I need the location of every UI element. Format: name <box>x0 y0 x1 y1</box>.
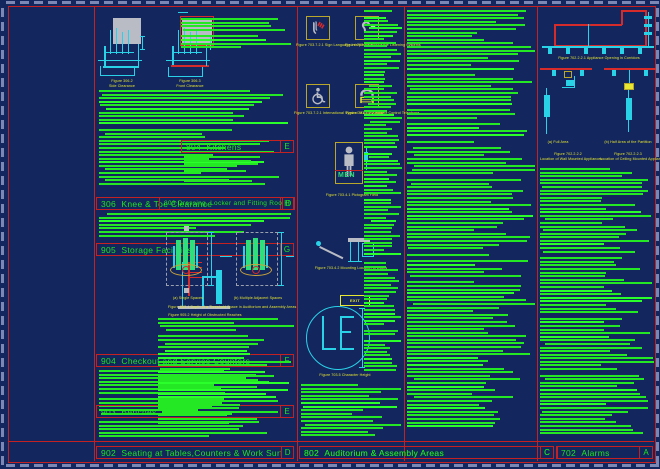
figure-caption-703-7-2-1: Figure 703.7.2.1 Sign Language Interpret… <box>296 43 375 47</box>
column-divider-4 <box>537 6 538 461</box>
text-block-col1-306 <box>99 213 291 239</box>
figure-caption-803b: (b) Multiple Adjacent Spaces <box>233 296 283 300</box>
drawing-frame <box>8 6 656 463</box>
text-block-col5-alarms <box>540 168 654 438</box>
sec-702-tag: A <box>639 447 652 458</box>
sec-905-title: 905 Storage Facilities <box>101 244 193 255</box>
figure-caption-905: Figure 905.2 Height of Obstructed Reache… <box>168 313 242 317</box>
figure-caption-703-7-2-4: Figure 703.7.2.4 Assistive Listening Sys… <box>345 43 421 47</box>
figure-caption-703-7-2-1-isa: Figure 703.7.2.1 International Symbol of… <box>294 111 384 115</box>
sec-803-header[interactable]: 803 Dressing, Locker and Fitting Rooms D <box>159 197 295 210</box>
figure-caption-803a: (a) Single Spaces <box>172 296 204 300</box>
sec-905-header[interactable]: 905 Storage Facilities G <box>96 243 294 256</box>
figure-caption-702c: (b) Half Area of the Partition <box>604 140 652 144</box>
sec-802-tag-footer: C <box>540 447 553 458</box>
figure-caption-703-5: Figure 703.5 Character Height <box>319 373 371 377</box>
sec-306-title: 306 Knee & Toe Clearance <box>101 198 213 209</box>
figure-caption-703-4-1: Figure 703.4.1 Pictogram Field <box>325 193 379 197</box>
sec-802-title: 802 Auditorium & Assembly Areas <box>304 447 445 458</box>
sec-306-tag: H <box>280 198 293 209</box>
column-divider-3 <box>404 6 405 461</box>
figure-caption-803: Figure 803.4 Depth of a Threshold Space … <box>168 305 297 309</box>
sec-904-tag: F <box>280 355 293 366</box>
sec-905-tag: G <box>280 244 293 255</box>
figure-caption-703-7-2-2: Figure 703.7.2.2 Volume Control Telephon… <box>346 111 419 115</box>
sec-804-title: 804 Kitchens <box>186 141 242 152</box>
sec-902-tag: D <box>281 447 293 458</box>
men-sign-label: MEN <box>338 172 356 179</box>
sec-803-title: 803 Dressing, Locker and Fitting Rooms <box>164 200 282 207</box>
text-block-col3-lower <box>301 384 401 440</box>
sec-904-title: 904 Checkout and Service Counters <box>101 355 250 366</box>
figure-caption-703-4-2: Figure 703.4.2 Mounting Location of Door… <box>314 266 388 270</box>
men-sign-dimension-block <box>364 152 368 162</box>
sec-902-header[interactable]: 902 Seating at Tables,Counters & Work Su… <box>96 446 294 459</box>
footer-divider <box>8 441 654 442</box>
exit-sign-label: EXIT <box>349 298 361 303</box>
sec-804-header[interactable]: 804 Kitchens E <box>181 140 294 153</box>
text-block-col2-802 <box>158 318 294 438</box>
sign-language-interpretation-icon <box>306 16 330 40</box>
sec-802-title-footer: 802 Auditorium & Assembly Areas <box>304 447 444 458</box>
text-block-col4-signs <box>407 10 535 438</box>
sec-702-footer[interactable]: 702 Alarms A <box>556 446 653 459</box>
sec-902-title: 902 Seating at Tables,Counters & Work Su… <box>101 447 282 458</box>
text-block-col2-804 <box>184 156 292 186</box>
men-sign-divider <box>335 170 363 171</box>
text-block-col1-top <box>99 90 291 190</box>
exit-sign-box: EXIT <box>340 295 370 306</box>
figure-caption-702b: (a) Full Area <box>547 140 569 144</box>
figure-caption-702-2-2-1: Figure 702.2.2.1 Appliance Opening in Co… <box>558 56 640 60</box>
sec-903-tag: E <box>280 406 293 417</box>
column-divider-1 <box>94 6 95 461</box>
wheelchair-accessibility-icon <box>306 84 330 108</box>
text-block-col2-top <box>181 12 291 52</box>
text-block-col1-904 <box>99 370 291 418</box>
sec-703-footer[interactable]: 802 Auditorium & Assembly Areas C <box>299 446 554 459</box>
sec-903-title: 903 Benches <box>101 406 157 417</box>
column-divider-2 <box>297 6 298 461</box>
sec-804-tag: E <box>280 141 293 152</box>
sec-803-tag: D <box>281 198 294 209</box>
sec-702-title: 702 Alarms <box>561 447 610 458</box>
text-block-col3-right <box>364 10 402 380</box>
